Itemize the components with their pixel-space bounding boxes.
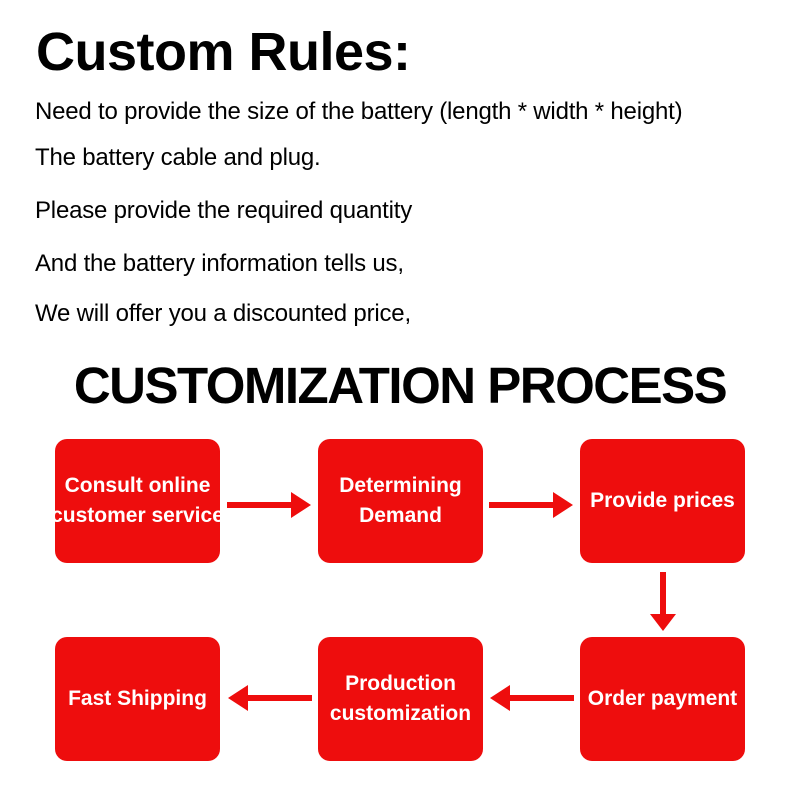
step-label-line: Order payment — [587, 687, 738, 710]
arrow-right-icon — [489, 492, 573, 518]
step-label-line: Provide prices — [590, 489, 735, 512]
arrow-left-icon — [490, 685, 574, 711]
step-label-line: customization — [329, 702, 472, 725]
rule-line-1: Need to provide the size of the battery … — [35, 98, 683, 125]
step-label-line: Production — [345, 672, 456, 695]
step-fast-shipping: Fast Shipping — [55, 637, 220, 761]
step-label-line: customer service — [51, 504, 224, 527]
step-order-payment: Order payment — [580, 637, 745, 761]
step-label-line: Demand — [359, 504, 442, 527]
step-consult-online-customer-service: Consult online customer service — [51, 439, 224, 563]
arrow-right-icon — [227, 492, 311, 518]
rule-line-3: Please provide the required quantity — [35, 197, 413, 224]
step-label-line: Consult online — [64, 474, 211, 497]
arrow-down-icon — [650, 572, 676, 631]
step-production-customization: Production customization — [318, 637, 483, 761]
step-label-line: Fast Shipping — [68, 687, 207, 710]
step-provide-prices: Provide prices — [580, 439, 745, 563]
rule-line-5: We will offer you a discounted price, — [35, 300, 411, 327]
page-title: Custom Rules: — [36, 22, 411, 82]
step-determining-demand: Determining Demand — [318, 439, 483, 563]
rule-line-2: The battery cable and plug. — [35, 144, 321, 171]
arrow-left-icon — [228, 685, 312, 711]
rule-line-4: And the battery information tells us, — [35, 250, 404, 277]
process-title: CUSTOMIZATION PROCESS — [73, 357, 728, 414]
step-label-line: Determining — [339, 474, 462, 497]
